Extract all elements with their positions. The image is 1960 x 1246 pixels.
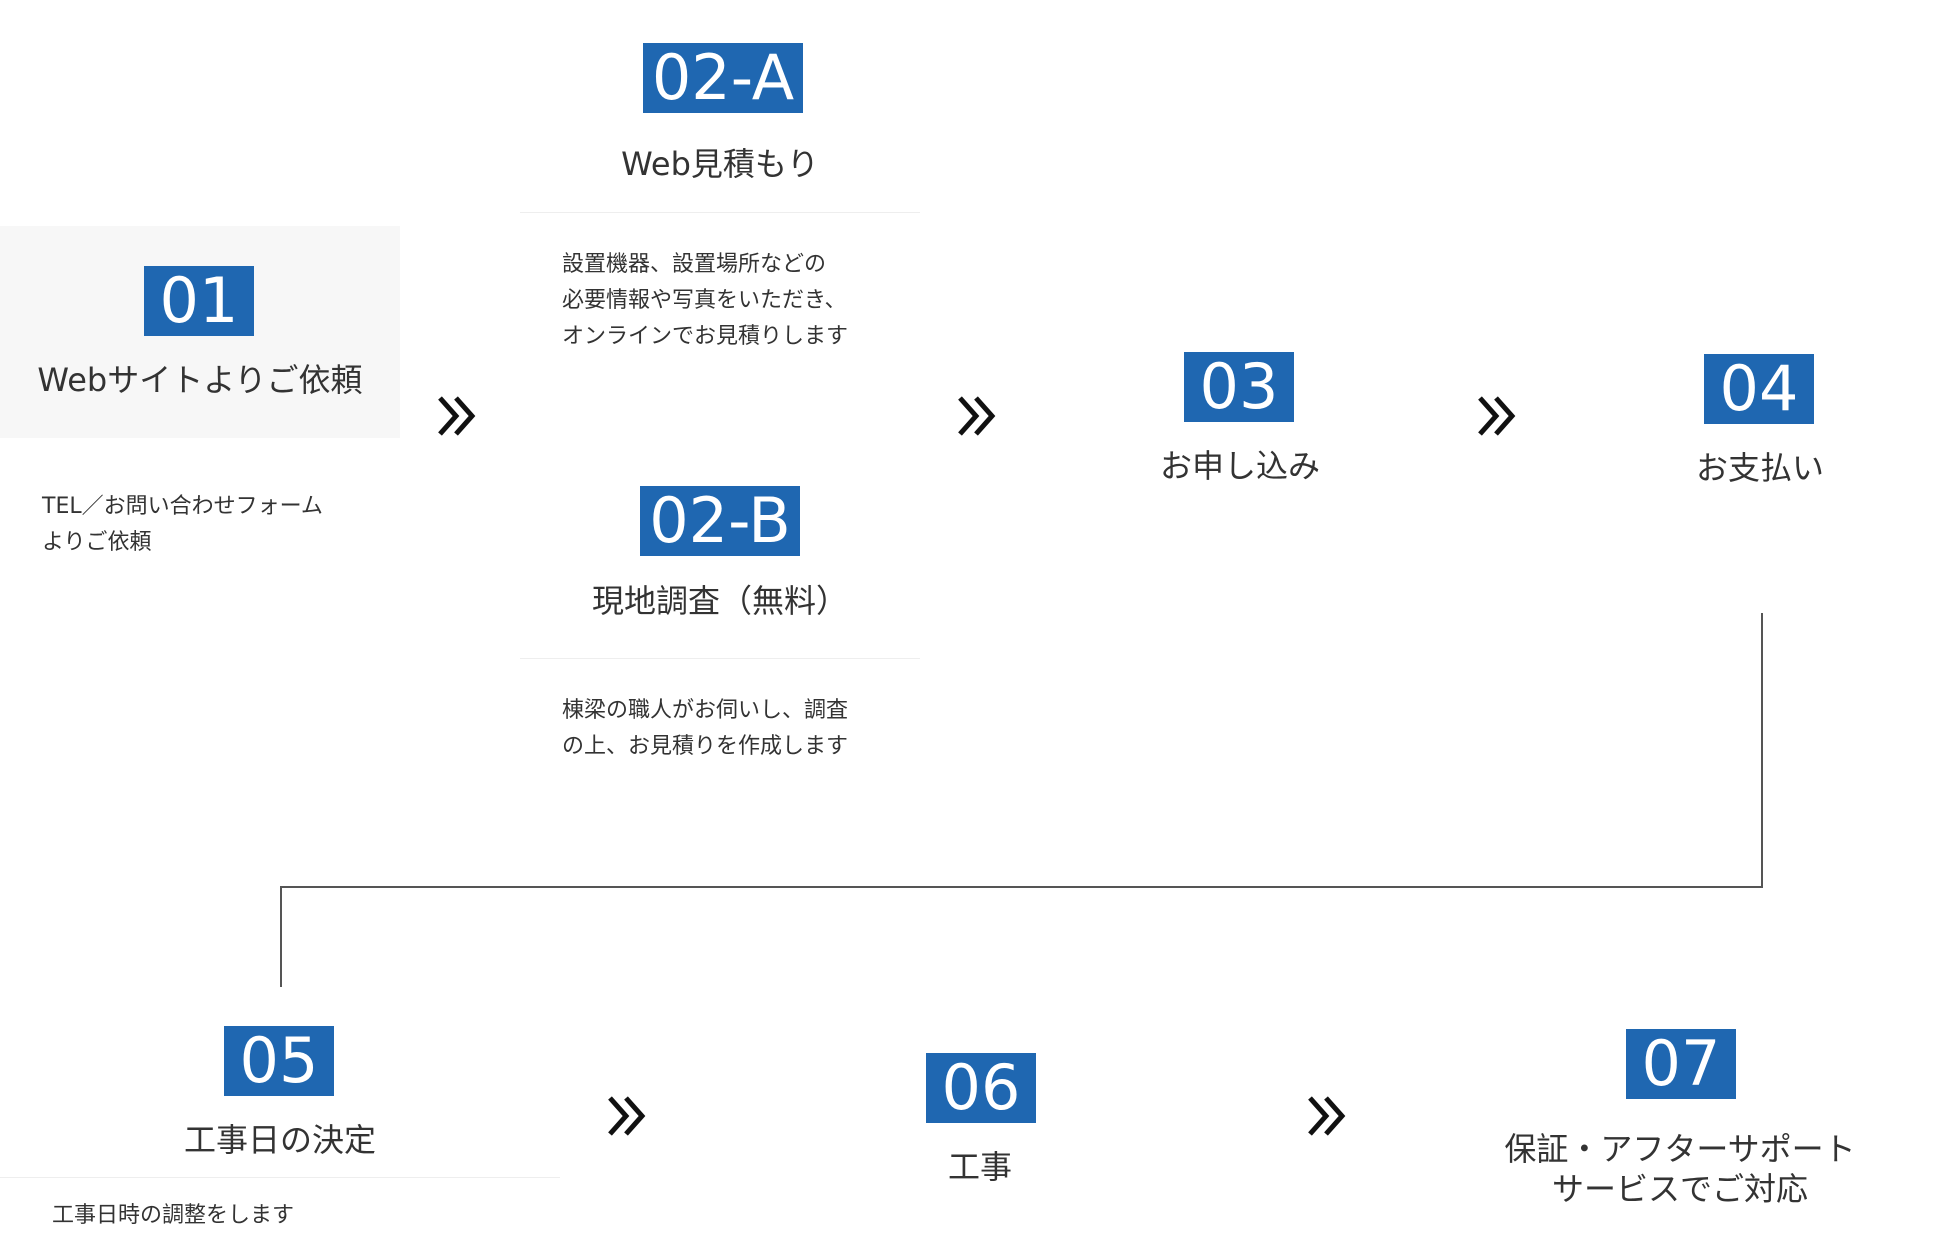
double-chevron-right-icon [1476, 393, 1522, 439]
step-02a-description: 設置機器、設置場所などの 必要情報や写真をいただき、 オンラインでお見積りします [562, 252, 849, 349]
step-07-number: 07 [1626, 1029, 1736, 1099]
step-01-title: Webサイトよりご依頼 [37, 361, 363, 399]
double-chevron-right-icon [1306, 1093, 1352, 1139]
step-07-title-line-2: サービスでご対応 [1551, 1170, 1808, 1208]
connector-vertical-left [280, 886, 282, 987]
connector-vertical-right [1761, 613, 1763, 888]
step-02a-title: Web見積もり [621, 145, 819, 183]
step-01-number: 01 [144, 266, 254, 336]
step-05-description: 工事日時の調整をします [52, 1203, 295, 1228]
step-02b-title: 現地調査（無料） [591, 582, 848, 620]
double-chevron-right-icon [956, 393, 1002, 439]
step-01-description: TEL／お問い合わせフォーム よりご依頼 [42, 494, 323, 555]
double-chevron-right-icon [606, 1093, 652, 1139]
step-02b-description: 棟梁の職人がお伺いし、調査 の上、お見積りを作成します [562, 698, 849, 759]
step-03-title: お申し込み [1159, 447, 1320, 485]
double-chevron-right-icon [436, 393, 482, 439]
step-05-title: 工事日の決定 [183, 1121, 376, 1159]
step-03-number: 03 [1184, 352, 1294, 422]
step-05-divider [0, 1177, 560, 1178]
step-02b-divider [520, 658, 920, 659]
step-02a-divider [520, 212, 920, 213]
step-06-number: 06 [926, 1053, 1036, 1123]
step-06-title: 工事 [947, 1148, 1012, 1186]
step-02b-number: 02-B [640, 486, 800, 556]
step-07-title-line-1: 保証・アフターサポート [1504, 1130, 1856, 1168]
step-04-title: お支払い [1695, 449, 1824, 487]
step-02a-number: 02-A [643, 43, 803, 113]
step-04-number: 04 [1704, 354, 1814, 424]
connector-horizontal [280, 886, 1763, 888]
step-05-number: 05 [224, 1026, 334, 1096]
